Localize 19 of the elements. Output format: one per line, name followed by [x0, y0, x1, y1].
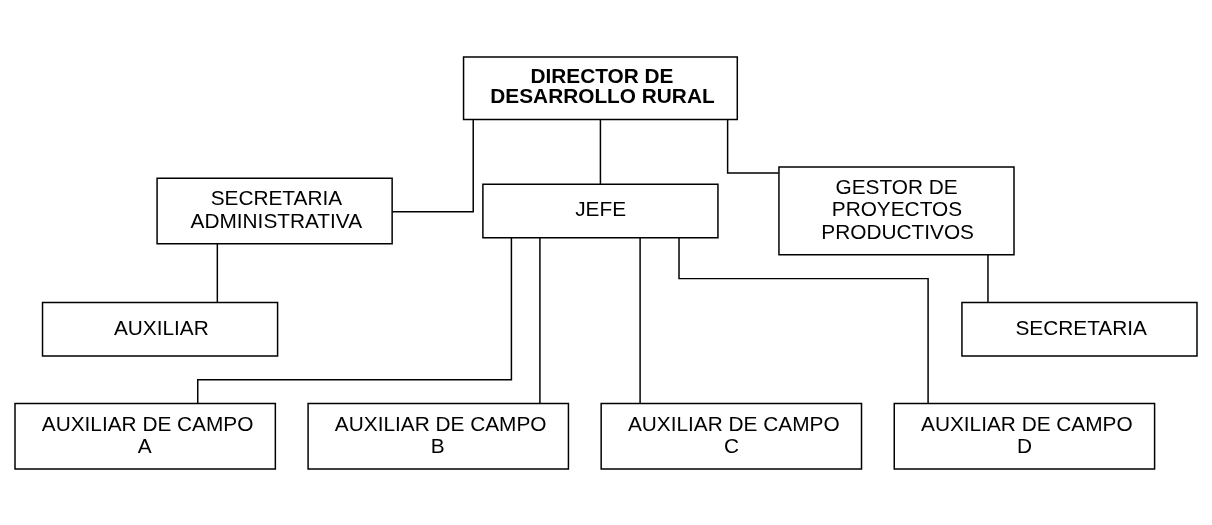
node-box: GESTOR DE PROYECTOS PRODUCTIVOS	[778, 165, 1015, 256]
connector	[726, 118, 780, 174]
node-box: DIRECTOR DE DESARROLLO RURAL	[462, 55, 739, 120]
connector	[539, 236, 541, 404]
node-box: AUXILIAR	[41, 301, 279, 357]
connector	[987, 253, 989, 303]
node-box: JEFE	[482, 182, 719, 238]
node-box: AUXILIAR DE CAMPO D	[893, 402, 1156, 470]
connector	[391, 118, 474, 212]
node-box: AUXILIAR DE CAMPO C	[600, 402, 863, 470]
connector	[678, 236, 929, 404]
node-box: AUXILIAR DE CAMPO B	[307, 402, 570, 470]
node-box: SECRETARIA ADMINISTRATIVA	[156, 176, 393, 244]
connector	[599, 118, 602, 185]
connector	[197, 236, 513, 404]
connector	[639, 236, 641, 404]
node-box: SECRETARIA	[961, 301, 1198, 357]
node-box: AUXILIAR DE CAMPO A	[14, 402, 277, 470]
connector	[216, 242, 219, 303]
